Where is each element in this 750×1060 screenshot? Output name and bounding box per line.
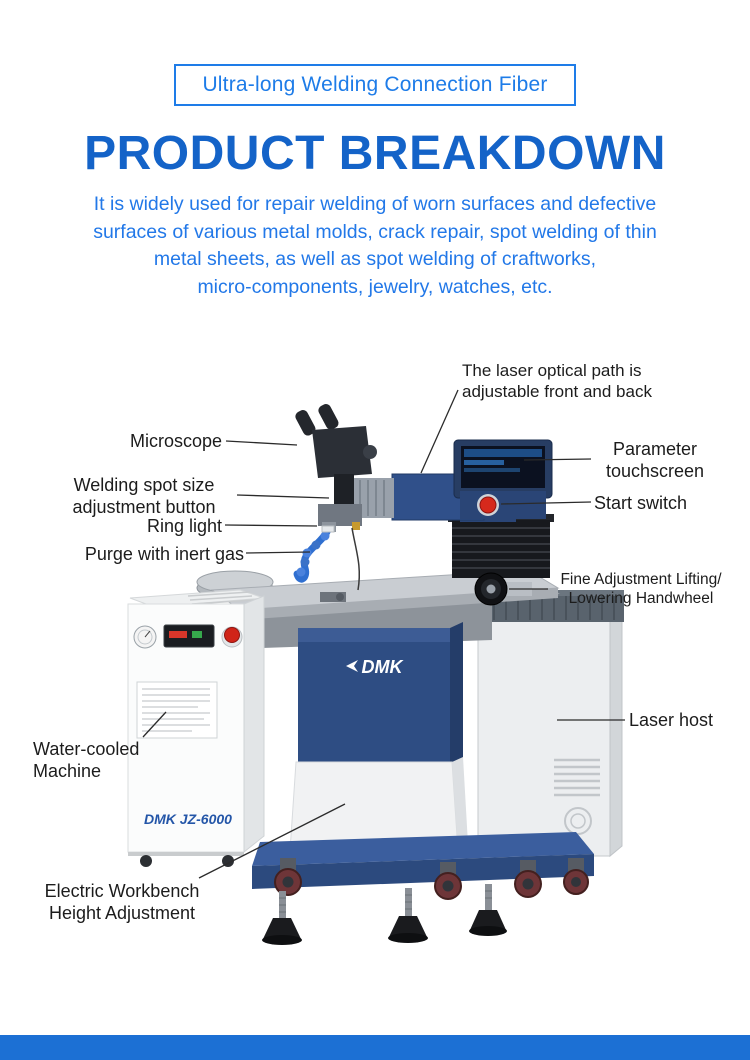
header-badge-wrap: Ultra-long Welding Connection Fiber <box>0 64 750 106</box>
callout-handwheel: Fine Adjustment Lifting/ Lowering Handwh… <box>560 570 722 608</box>
machine-illustration: DMK <box>127 389 625 945</box>
leader-line-purge <box>245 551 311 554</box>
product-diagram: DMK <box>0 346 750 966</box>
cabinet-top-vents <box>187 591 255 605</box>
focus-knob <box>363 444 377 459</box>
cabinet-wheel <box>222 854 234 867</box>
bellows <box>448 513 554 578</box>
temperature-controller <box>163 624 215 648</box>
description-text: It is widely used for repair welding of … <box>93 193 657 299</box>
page-title: PRODUCT BREAKDOWN <box>84 127 666 180</box>
callout-start-switch: Start switch <box>594 492 688 513</box>
purge-hose <box>293 525 335 583</box>
leader-line-start-switch <box>500 501 592 505</box>
leader-line-microscope <box>225 440 298 446</box>
brand-logo: DMK <box>346 657 404 677</box>
header-badge: Ultra-long Welding Connection Fiber <box>174 64 576 106</box>
emergency-stop-button <box>221 626 243 648</box>
leader-line-ring-light <box>224 524 318 527</box>
foot <box>262 890 302 945</box>
parameter-touchscreen-part <box>453 439 553 519</box>
foot <box>388 887 428 943</box>
casters <box>274 857 589 900</box>
callout-purge: Purge with inert gas <box>84 543 244 564</box>
cabinet-wheel <box>140 854 152 867</box>
brand-logo-text: DMK <box>362 657 405 677</box>
leader-line-water-cooled <box>142 711 167 738</box>
callout-microscope: Microscope <box>129 430 222 451</box>
footer-bar <box>0 1035 750 1060</box>
leader-line-workbench <box>198 803 346 879</box>
callout-laser-host: Laser host <box>629 709 714 730</box>
pedestal-column: DMK <box>289 621 468 852</box>
leader-line-optical-path <box>420 389 459 474</box>
callout-lines <box>142 389 625 879</box>
caster-wheel <box>434 861 462 900</box>
laser-host-tower <box>472 589 624 857</box>
base-platform <box>252 831 594 889</box>
callout-spot-size: Welding spot size adjustment button <box>72 474 216 518</box>
leader-line-touchscreen <box>523 458 592 461</box>
caster-wheel <box>274 857 302 896</box>
caster-wheel <box>514 859 542 898</box>
foot <box>469 883 507 936</box>
machine-art: DMK <box>127 403 624 945</box>
header-badge-label: Ultra-long Welding Connection Fiber <box>202 73 548 96</box>
spec-sticker <box>136 681 218 739</box>
callout-water-cooled: Water-cooled Machine <box>33 738 140 782</box>
start-switch-part <box>477 493 499 516</box>
callout-workbench: Electric Workbench Height Adjustment <box>44 880 200 924</box>
sensor-wire <box>351 527 361 590</box>
callout-optical-path: The laser optical path is adjustable fro… <box>462 360 652 401</box>
callout-touchscreen: Parameter touchscreen <box>605 438 705 482</box>
tower-fan-vent <box>564 806 592 835</box>
model-label: DMK JZ-6000 <box>144 811 232 827</box>
leader-line-spot-size <box>236 494 330 499</box>
water-cooled-cabinet: DMK JZ-6000 <box>127 589 265 867</box>
tower-vents <box>554 758 600 796</box>
caster-wheel <box>563 857 589 895</box>
leveling-feet <box>262 883 507 945</box>
callout-ring-light: Ring light <box>146 515 222 536</box>
